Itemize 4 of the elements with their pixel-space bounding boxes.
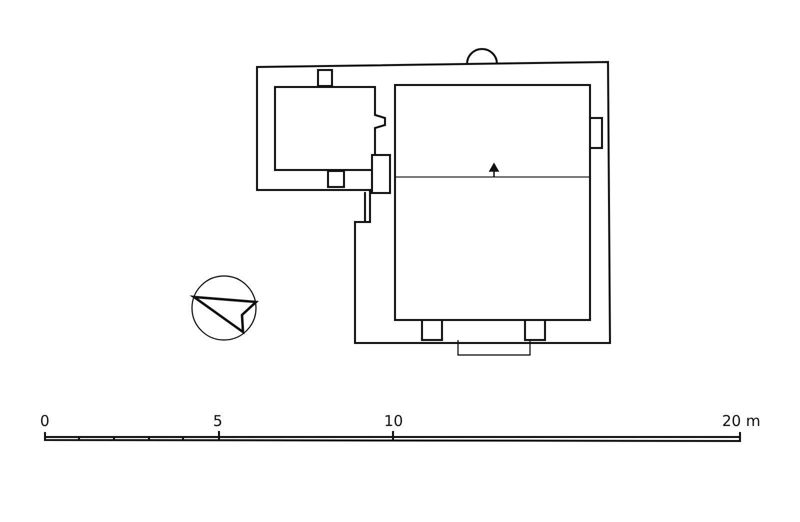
scale-label: 0: [40, 414, 50, 429]
scale-label: 5: [213, 414, 223, 429]
scale-label: 10: [384, 414, 404, 429]
scale-label: 20 m: [722, 414, 760, 429]
